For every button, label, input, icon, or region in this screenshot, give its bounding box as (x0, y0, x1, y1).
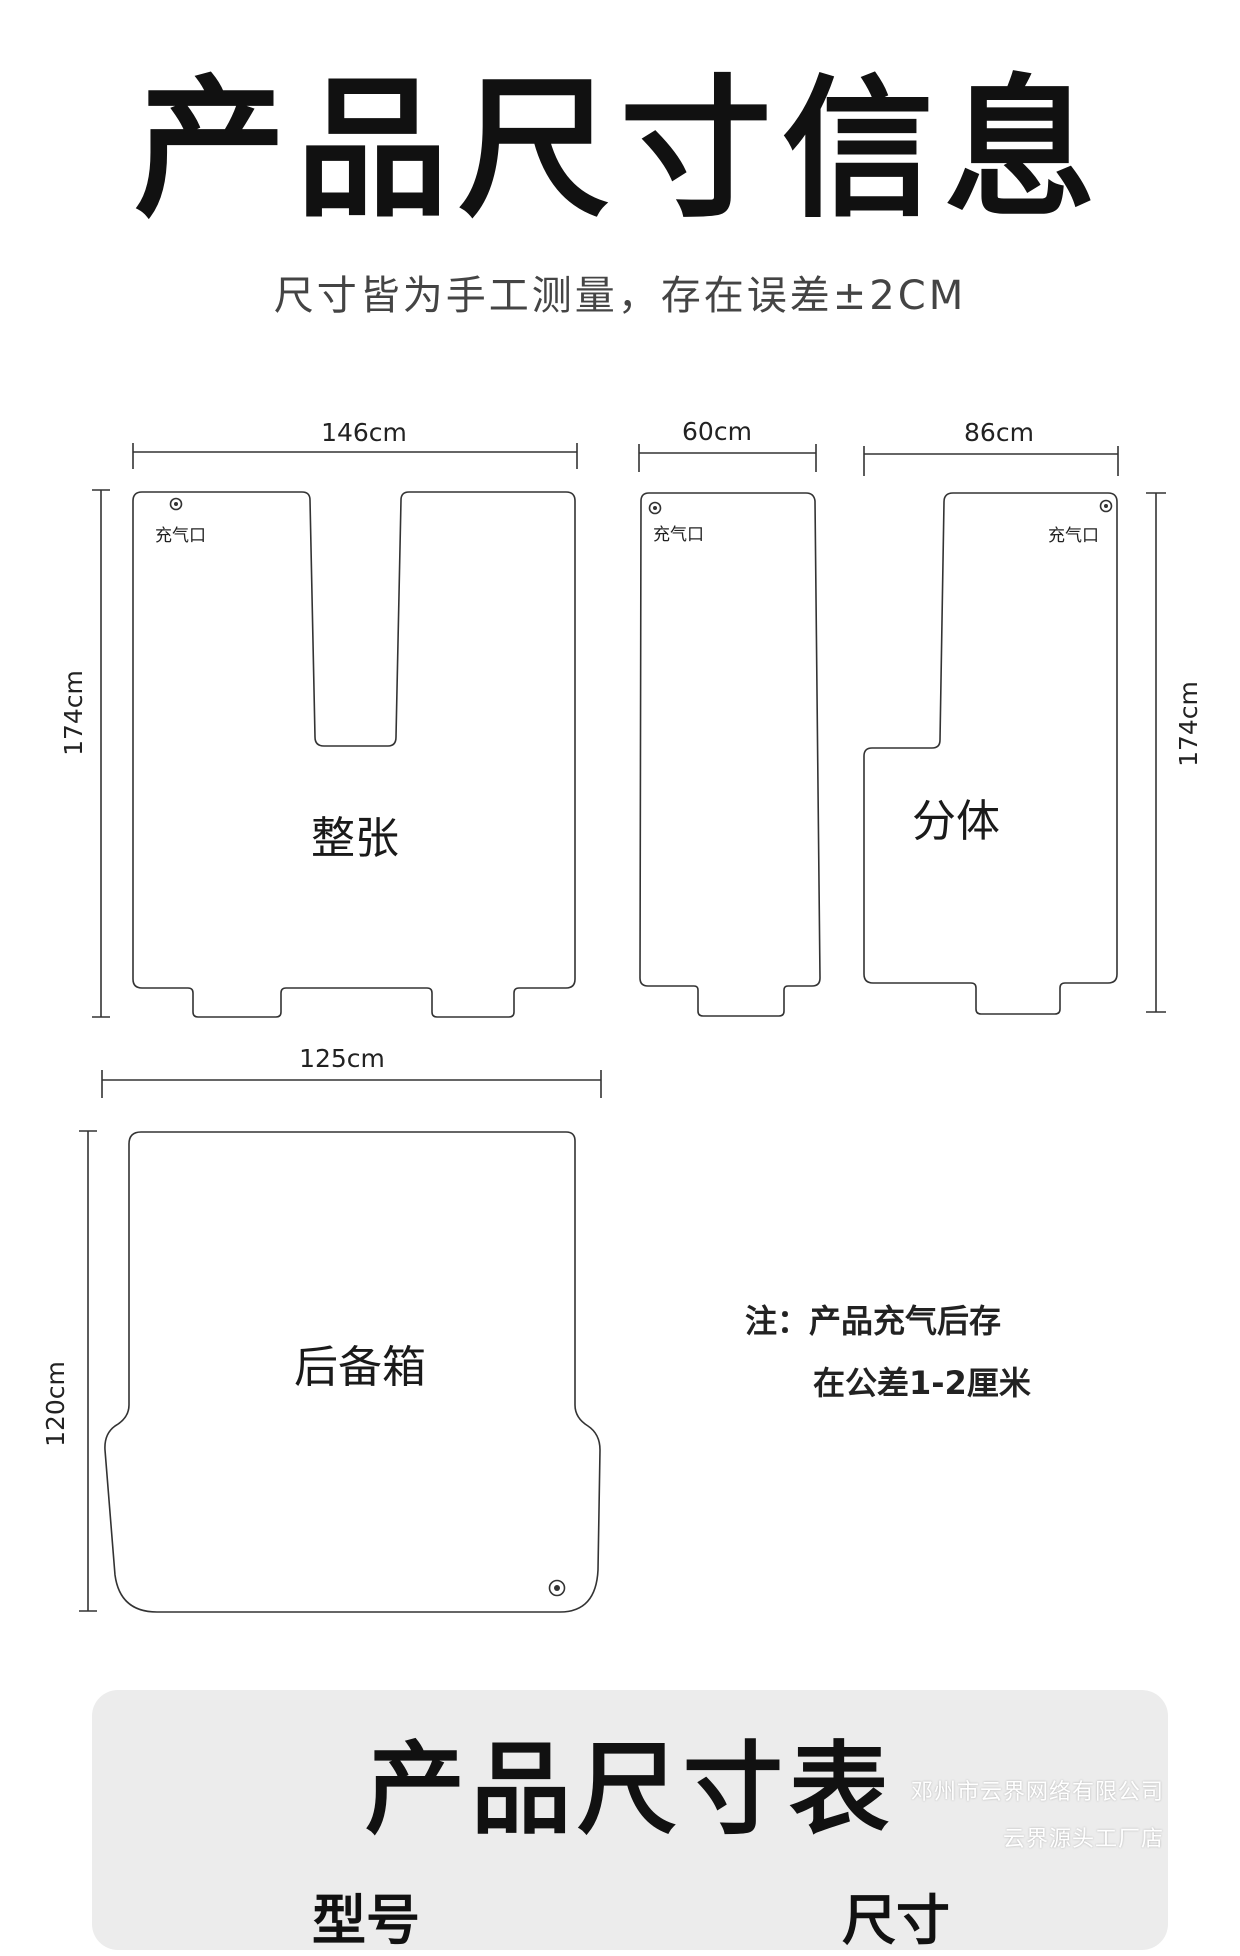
narrow-mat-vent-label: 充气口 (653, 525, 704, 545)
watermark-company: 邓州市云界网络有限公司 (910, 1780, 1164, 1805)
whole-mat-width-dimension (132, 443, 578, 469)
split-mat-width-dimension (863, 446, 1119, 476)
whole-mat-height-dimension (92, 489, 110, 1018)
split-mat-vent-label: 充气口 (1048, 526, 1099, 546)
tolerance-note-line1: 注：产品充气后存 (745, 1302, 1002, 1340)
size-table-size-header: 尺寸 (842, 1889, 950, 1952)
watermark-shop: 云界源头工厂店 (1002, 1827, 1164, 1852)
narrow-mat-width-dimension (638, 444, 817, 472)
trunk-mat-vent-icon (548, 1579, 566, 1597)
narrow-mat-outline (639, 492, 821, 1017)
split-mat-label: 分体 (912, 796, 1000, 847)
trunk-mat-width-label: 125cm (299, 1044, 385, 1073)
split-mat-height-label: 174cm (1174, 681, 1203, 767)
tolerance-note-line2: 在公差1-2厘米 (813, 1364, 1031, 1402)
narrow-mat-vent-icon (648, 501, 662, 515)
trunk-mat-height-dimension (79, 1130, 97, 1612)
narrow-mat-width-label: 60cm (682, 417, 752, 446)
trunk-mat-height-label: 120cm (41, 1361, 70, 1447)
trunk-mat-label: 后备箱 (294, 1342, 426, 1393)
page-title: 产品尺寸信息 (134, 61, 1106, 238)
split-mat-outline (863, 492, 1118, 1015)
size-table-title: 产品尺寸表 (365, 1731, 895, 1848)
whole-mat-label: 整张 (311, 813, 399, 864)
size-diagram: 146cm 174cm 60cm 86cm 174cm 125cm 120cm … (41, 417, 1203, 1613)
trunk-mat-outline (104, 1131, 601, 1613)
trunk-mat-width-dimension (101, 1070, 602, 1098)
split-mat-height-dimension (1146, 492, 1166, 1013)
whole-mat-outline (132, 491, 576, 1018)
split-mat-width-label: 86cm (964, 418, 1034, 447)
whole-mat-vent-icon (169, 497, 183, 511)
whole-mat-height-label: 174cm (59, 670, 88, 756)
tolerance-note: 注：产品充气后存 在公差1-2厘米 (745, 1290, 1031, 1414)
whole-mat-width-label: 146cm (321, 418, 407, 447)
size-table-model-header: 型号 (312, 1889, 420, 1952)
whole-mat-vent-label: 充气口 (155, 526, 206, 546)
size-table-panel: 产品尺寸表 型号 尺寸 (92, 1690, 1168, 1952)
split-mat-vent-icon (1099, 499, 1113, 513)
page-subtitle: 尺寸皆为手工测量，存在误差±2CM (273, 273, 967, 319)
